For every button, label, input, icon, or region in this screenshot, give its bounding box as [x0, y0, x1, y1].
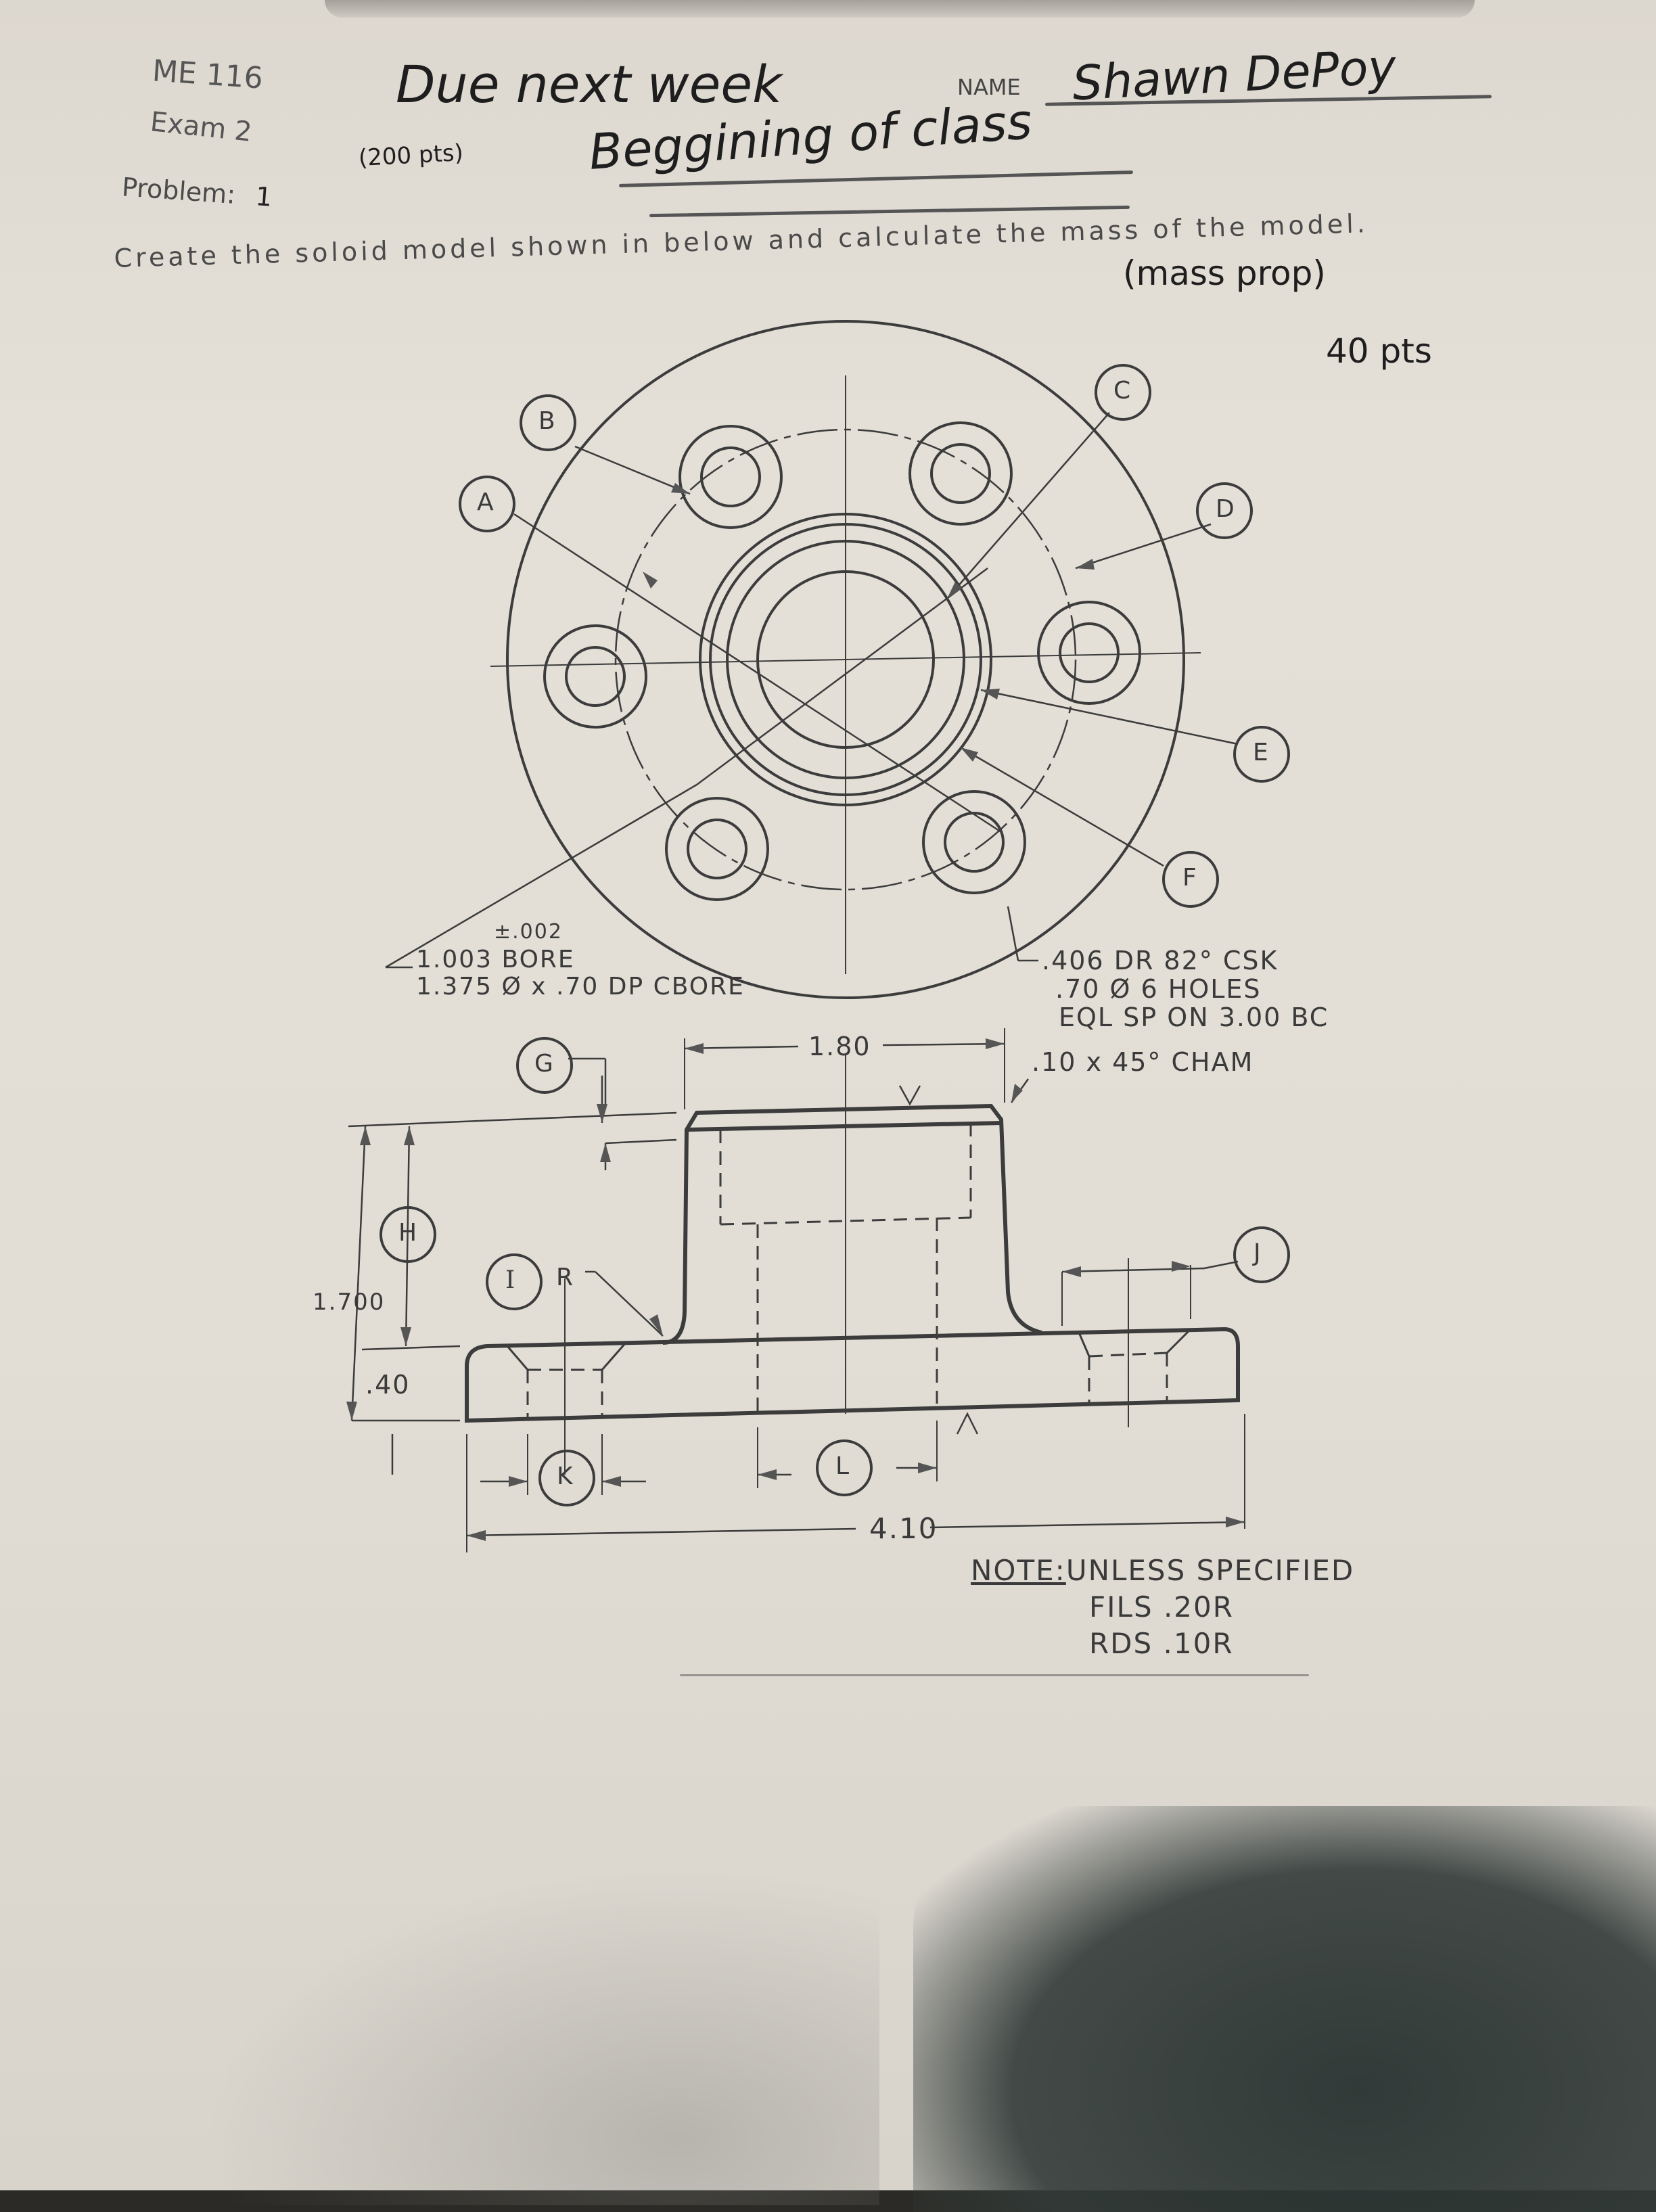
cbore-spec: 1.375 Ø x .70 DP CBORE: [416, 973, 745, 1000]
hole-spec-2: .70 Ø 6 HOLES: [1055, 974, 1262, 1004]
dim-top-width: 1.80: [808, 1032, 871, 1061]
callout-h: H: [398, 1219, 419, 1247]
note-line-3: RDS .10R: [1089, 1627, 1234, 1660]
callout-d: D: [1216, 495, 1236, 523]
bleed-line: [680, 1674, 1309, 1676]
hole-spec-1: .406 DR 82° CSK: [1042, 946, 1279, 975]
mass-prop-note: (mass prop): [1123, 254, 1326, 293]
callout-e: E: [1253, 739, 1270, 766]
bore-tolerance: ±.002: [494, 920, 563, 944]
dim-total-height: 1.700: [313, 1289, 386, 1316]
light-shadow: [203, 1867, 879, 2205]
fillet-r: R: [556, 1264, 575, 1291]
bore-spec: 1.003 BORE: [416, 946, 575, 973]
dim-flange-thickness: .40: [365, 1370, 411, 1400]
callout-b: B: [538, 407, 557, 435]
callout-j: J: [1254, 1239, 1262, 1267]
note-block: NOTE:UNLESS SPECIFIED FILS .20R RDS .10R: [971, 1552, 1354, 1662]
name-label: NAME: [957, 74, 1021, 100]
callout-a: A: [477, 488, 495, 516]
callout-k: K: [557, 1462, 574, 1490]
underlying-sheet-edge: [325, 0, 1475, 18]
bolt-holes: [543, 421, 1141, 901]
note-line-1: NOTE:UNLESS SPECIFIED: [971, 1552, 1354, 1589]
top-view: [385, 320, 1290, 999]
callout-c: C: [1113, 377, 1132, 405]
points-value: 40 pts: [1326, 331, 1432, 371]
chamfer-spec: .10 x 45° CHAM: [1032, 1047, 1254, 1077]
phone-shadow: [913, 1806, 1656, 2212]
section-view: [348, 1028, 1290, 1552]
callout-f: F: [1182, 864, 1198, 892]
note-text-1: UNLESS SPECIFIED: [1065, 1554, 1355, 1587]
callout-i: I: [505, 1266, 517, 1294]
note-label: NOTE:: [971, 1554, 1066, 1587]
callout-l: L: [835, 1452, 851, 1480]
hole-spec-3: EQL SP ON 3.00 BC: [1059, 1003, 1329, 1032]
due-note: Due next week: [396, 54, 783, 114]
callout-g: G: [534, 1050, 555, 1078]
note-line-2: FILS .20R: [1089, 1590, 1234, 1623]
dim-overall-width: 4.10: [869, 1512, 938, 1545]
